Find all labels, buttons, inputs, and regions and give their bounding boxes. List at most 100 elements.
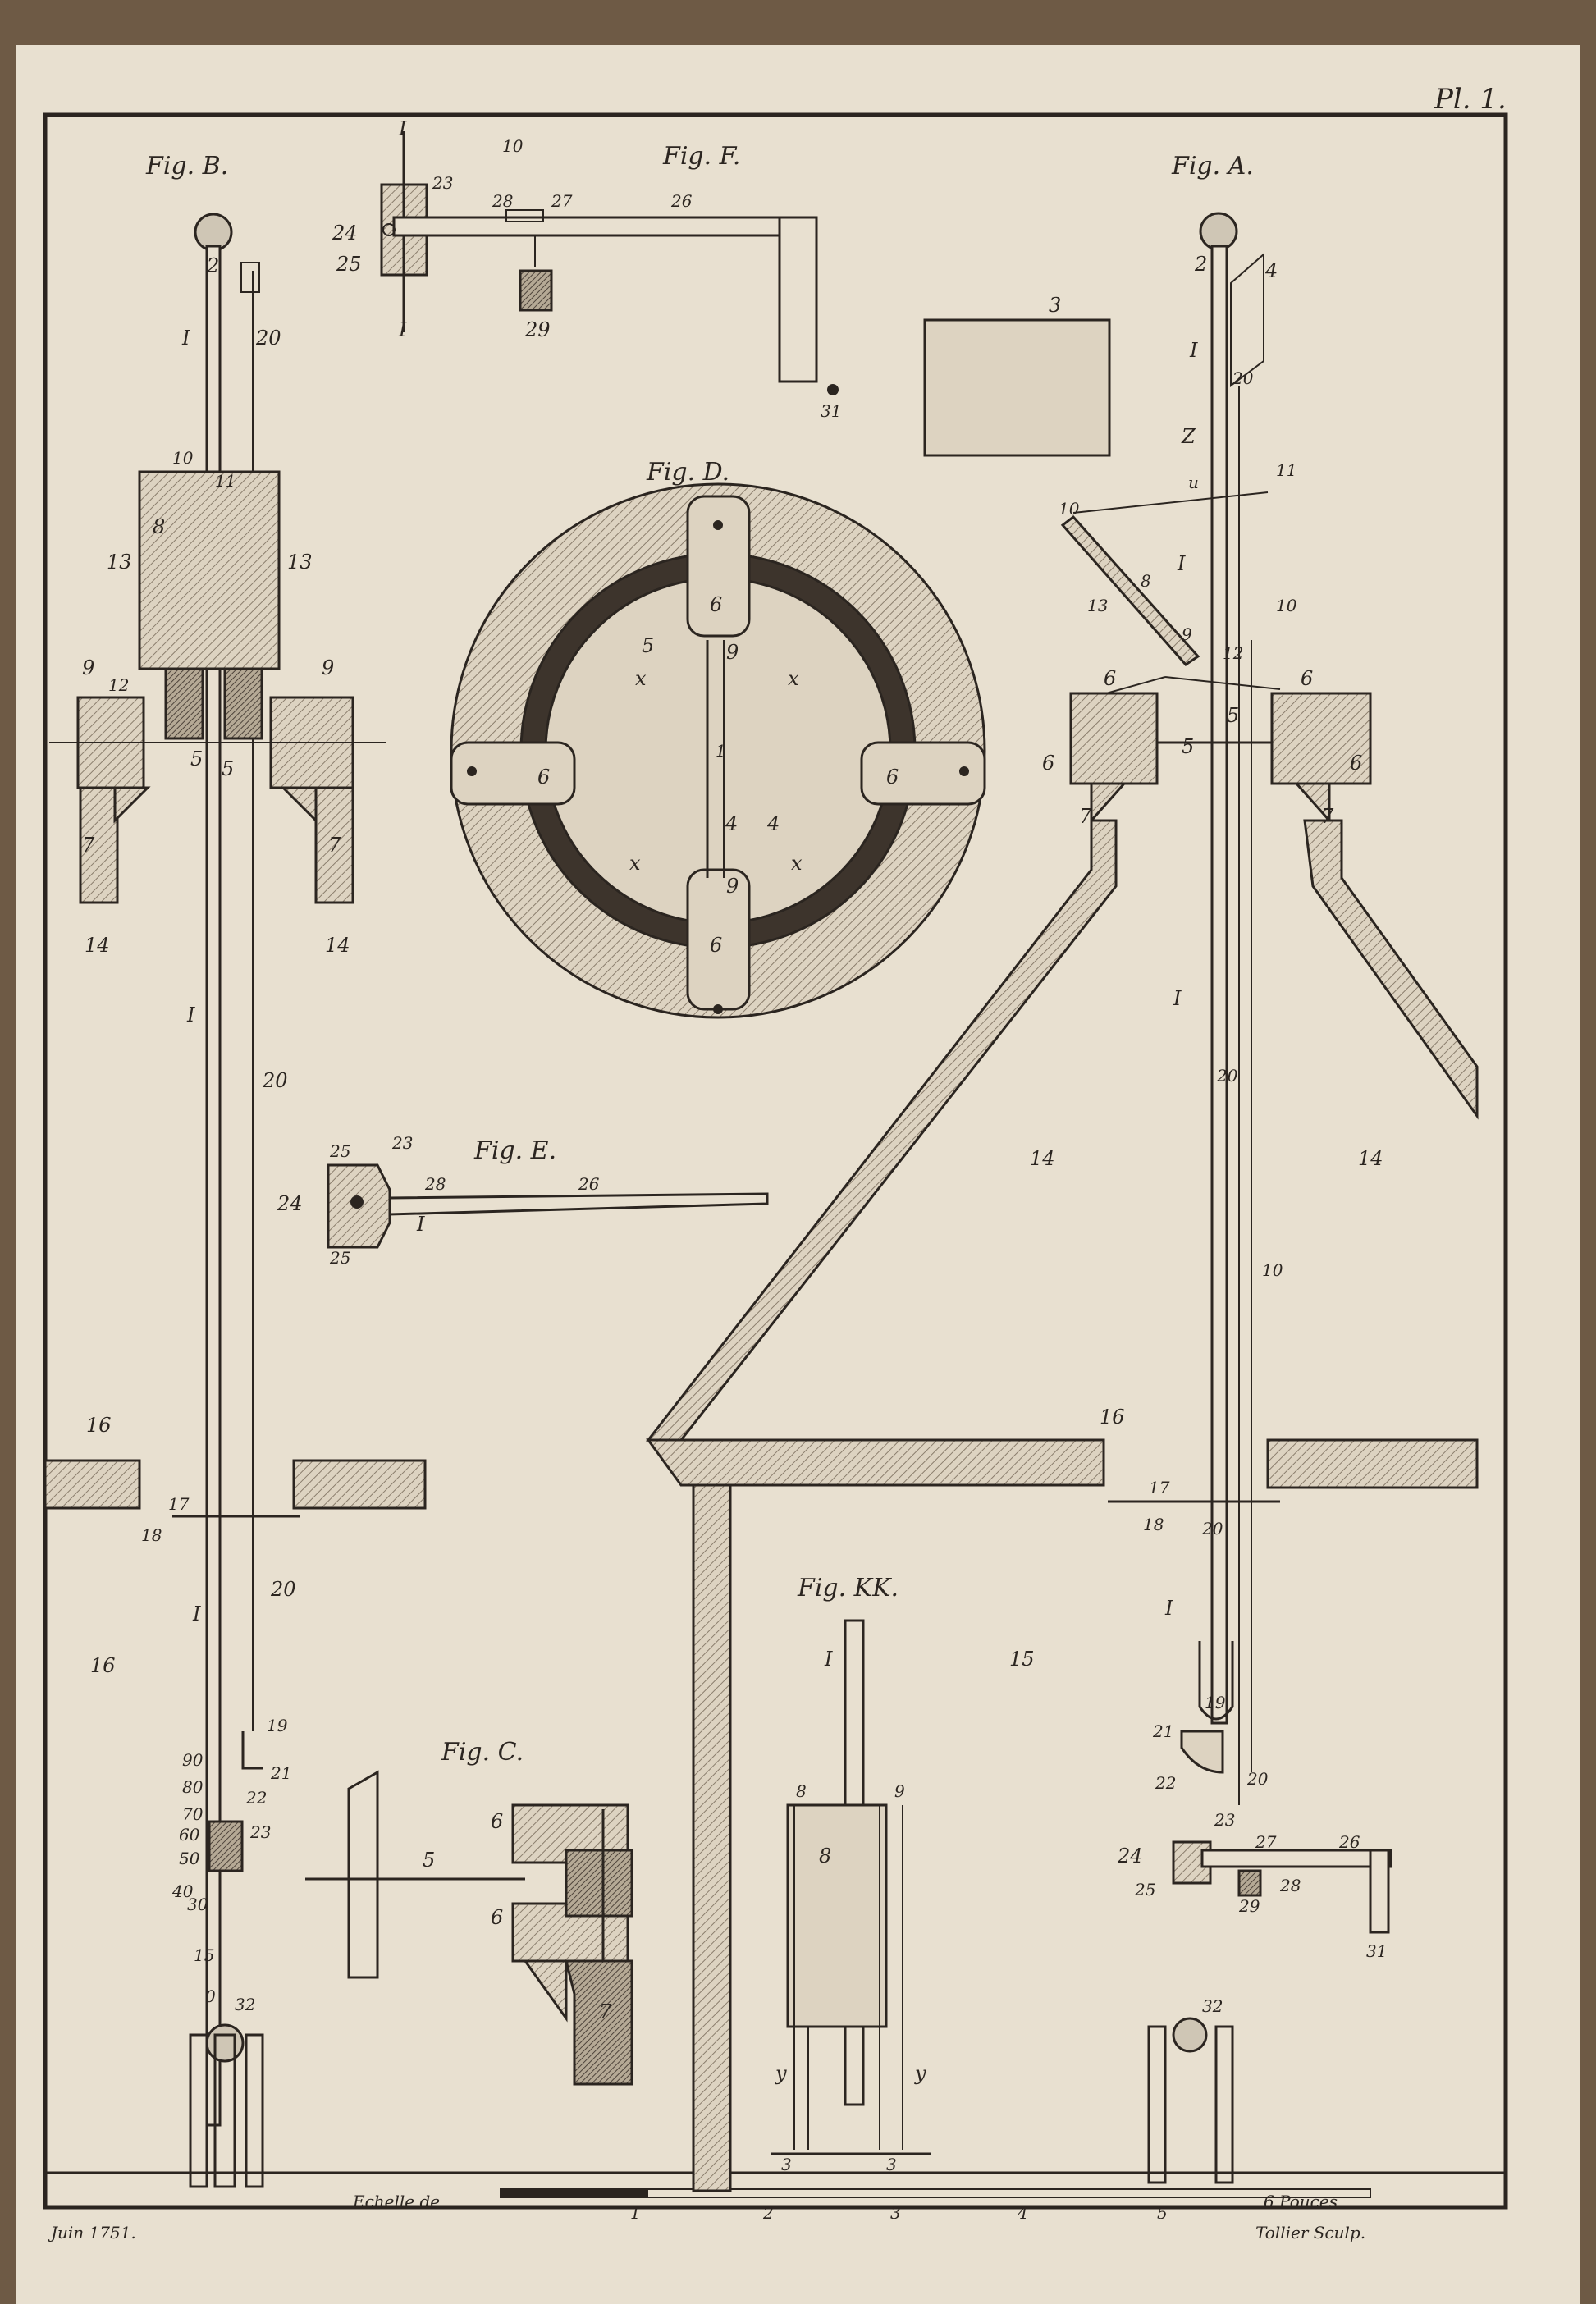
svg-text:22: 22 — [245, 1788, 267, 1808]
svg-text:32: 32 — [1202, 1996, 1223, 2016]
svg-text:9: 9 — [322, 656, 334, 679]
svg-text:6: 6 — [491, 1810, 503, 1833]
svg-text:70: 70 — [182, 1804, 204, 1824]
svg-text:8: 8 — [796, 1781, 807, 1801]
svg-text:8: 8 — [1141, 571, 1151, 591]
plate-number: Pl. 1. — [1434, 83, 1507, 116]
svg-text:13: 13 — [287, 551, 313, 574]
svg-text:6 Pouces: 6 Pouces — [1264, 2192, 1338, 2211]
svg-text:14: 14 — [325, 934, 350, 957]
svg-text:50: 50 — [179, 1849, 200, 1868]
figure-e: Fig. E. 25 23 28 26 24 I 25 — [277, 1133, 769, 1268]
svg-text:24: 24 — [1117, 1845, 1143, 1867]
scale-bar: Echelle de 6 Pouces 1 2 3 4 5 — [352, 2188, 1371, 2223]
svg-text:25: 25 — [329, 1248, 350, 1268]
svg-text:15: 15 — [194, 1945, 214, 1965]
svg-text:14: 14 — [85, 934, 110, 957]
svg-text:16: 16 — [86, 1414, 112, 1437]
figure-c: Fig. C. 6 5 6 7 — [305, 1738, 633, 2086]
svg-text:Fig. KK.: Fig. KK. — [797, 1574, 899, 1602]
svg-text:I: I — [186, 1003, 195, 1026]
svg-text:6: 6 — [886, 766, 899, 789]
svg-text:5: 5 — [222, 757, 234, 780]
svg-text:6: 6 — [537, 766, 550, 789]
svg-text:13: 13 — [1087, 596, 1108, 615]
svg-text:8: 8 — [153, 515, 165, 538]
svg-text:4: 4 — [766, 812, 780, 835]
svg-text:x: x — [635, 667, 647, 690]
svg-text:1: 1 — [630, 2203, 641, 2223]
svg-text:20: 20 — [1232, 368, 1254, 388]
svg-text:u: u — [1188, 473, 1199, 492]
svg-text:2: 2 — [206, 254, 219, 277]
svg-text:I: I — [1164, 1597, 1173, 1620]
svg-text:21: 21 — [1152, 1721, 1173, 1741]
svg-text:11: 11 — [1276, 460, 1296, 480]
svg-text:3: 3 — [781, 2155, 792, 2174]
svg-text:3: 3 — [1049, 294, 1061, 317]
svg-text:18: 18 — [1143, 1515, 1164, 1534]
svg-text:6: 6 — [1350, 752, 1362, 775]
svg-text:29: 29 — [524, 318, 551, 341]
svg-text:9: 9 — [1182, 624, 1192, 644]
svg-text:25: 25 — [336, 253, 362, 276]
svg-text:2: 2 — [1194, 253, 1207, 276]
svg-text:x: x — [629, 852, 641, 875]
svg-text:x: x — [791, 852, 803, 875]
svg-text:7: 7 — [328, 834, 341, 857]
svg-text:29: 29 — [1238, 1896, 1260, 1916]
svg-text:90: 90 — [182, 1750, 204, 1770]
svg-text:I: I — [181, 327, 190, 350]
svg-text:6: 6 — [710, 593, 722, 616]
svg-text:y: y — [914, 2062, 926, 2085]
svg-text:I: I — [1173, 987, 1182, 1010]
svg-text:23: 23 — [432, 173, 453, 193]
svg-text:7: 7 — [599, 2000, 612, 2023]
svg-text:0: 0 — [205, 1986, 216, 2006]
svg-text:17: 17 — [1149, 1478, 1170, 1497]
svg-text:9: 9 — [726, 875, 739, 898]
svg-text:I: I — [192, 1602, 201, 1625]
svg-text:14: 14 — [1030, 1147, 1055, 1170]
svg-text:11: 11 — [215, 471, 236, 491]
svg-text:I: I — [416, 1213, 425, 1236]
svg-text:2: 2 — [762, 2203, 774, 2223]
svg-text:9: 9 — [726, 641, 739, 664]
svg-text:10: 10 — [502, 136, 524, 156]
svg-text:20: 20 — [262, 1069, 288, 1092]
svg-text:60: 60 — [179, 1825, 200, 1845]
svg-text:23: 23 — [249, 1822, 271, 1842]
svg-text:26: 26 — [670, 191, 693, 211]
svg-text:7: 7 — [82, 834, 95, 857]
svg-text:16: 16 — [1100, 1406, 1125, 1429]
svg-text:12: 12 — [1223, 643, 1243, 663]
svg-text:5: 5 — [1157, 2203, 1168, 2223]
svg-text:5: 5 — [423, 1849, 435, 1872]
svg-text:32: 32 — [235, 1995, 255, 2014]
svg-text:28: 28 — [492, 191, 513, 211]
figure-d: Fig. D. 6 6 6 6 5 9 9 x x x x 1 4 4 — [450, 458, 986, 1019]
svg-text:3: 3 — [886, 2155, 897, 2174]
svg-text:23: 23 — [1214, 1810, 1235, 1830]
svg-text:Echelle de: Echelle de — [352, 2192, 440, 2211]
figure-kk: Fig. KK. I 15 8 9 8 y y 3 3 — [771, 1574, 1035, 2174]
svg-text:6: 6 — [1042, 752, 1054, 775]
svg-text:20: 20 — [255, 327, 281, 350]
svg-text:25: 25 — [1134, 1880, 1155, 1899]
figure-a: Fig. A. 3 2 4 I 20 Z — [645, 152, 1479, 2192]
svg-text:8: 8 — [819, 1845, 831, 1867]
svg-text:y: y — [775, 2062, 787, 2085]
svg-text:13: 13 — [107, 551, 132, 574]
svg-text:Fig. B.: Fig. B. — [145, 152, 228, 181]
svg-text:6: 6 — [710, 934, 722, 957]
svg-text:31: 31 — [1366, 1941, 1387, 1961]
svg-text:80: 80 — [182, 1777, 204, 1797]
svg-text:10: 10 — [1262, 1260, 1283, 1280]
svg-text:x: x — [788, 667, 799, 690]
svg-text:5: 5 — [1182, 735, 1194, 758]
svg-text:19: 19 — [267, 1716, 288, 1735]
svg-text:15: 15 — [1009, 1648, 1035, 1671]
svg-text:25: 25 — [329, 1141, 350, 1161]
svg-text:I: I — [398, 318, 407, 341]
